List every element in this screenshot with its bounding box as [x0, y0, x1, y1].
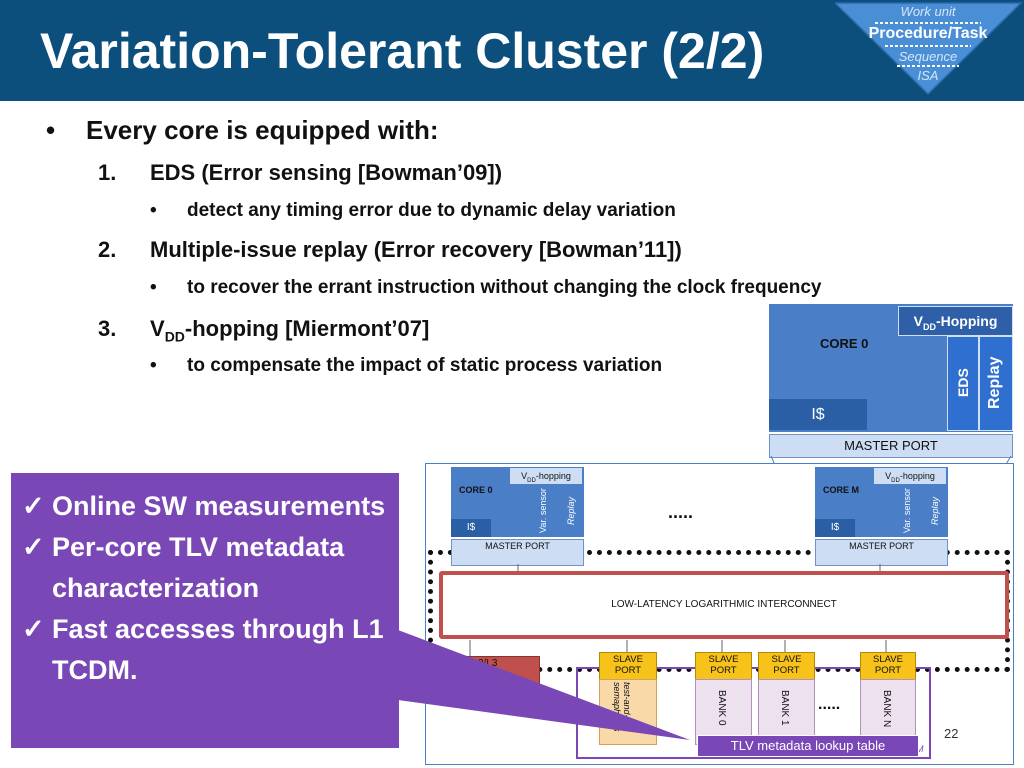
badge-work-unit: Work unit	[900, 4, 956, 19]
tcdm-label: M	[916, 744, 924, 754]
item-2-sub: to recover the errant instruction withou…	[187, 277, 822, 298]
item-1-sub: detect any timing error due to dynamic d…	[187, 200, 676, 221]
core-m-master-port: MASTER PORT	[815, 539, 948, 566]
banks-ellipsis: .....	[818, 696, 841, 713]
item-3-text: VDD-hopping [Miermont’07]	[150, 316, 430, 345]
core-zoom-label: CORE 0	[820, 336, 869, 351]
bank-1	[758, 679, 815, 745]
core-zoom-replay-label: Replay	[986, 356, 1003, 409]
core-m-label: CORE M	[823, 485, 859, 495]
page-number: 22	[944, 726, 959, 741]
core-0-icache: I$	[451, 519, 491, 537]
core-zoom-vdd-hopping: VDD-Hopping	[898, 306, 1013, 336]
core-0-var-sensor: Var. sensor	[538, 488, 548, 534]
bank-n-label: BANK N	[881, 690, 892, 728]
interconnect-label: LOW-LATENCY LOGARITHMIC INTERCONNECT	[611, 599, 837, 610]
callout-item: ✓Fast accesses through L1 TCDM.	[22, 609, 394, 691]
callout-list: ✓Online SW measurements ✓Per-core TLV me…	[22, 486, 394, 691]
core-zoom-eds	[947, 336, 979, 431]
badge-sequence: Sequence	[898, 49, 958, 64]
core-0-vdd-hopping: VDD-hopping	[510, 468, 582, 484]
slave-port-bank-0: SLAVE PORT	[695, 652, 752, 680]
check-icon: ✓	[22, 532, 45, 562]
tlv-lookup-table-label: TLV metadata lookup table	[697, 735, 919, 757]
core-m-vdd-hopping: VDD-hopping	[874, 468, 946, 484]
item-1-number: 1.	[98, 160, 117, 185]
bank-0	[695, 679, 752, 745]
cores-ellipsis: .....	[668, 502, 694, 522]
core-0-master-port: MASTER PORT	[451, 539, 584, 566]
item-3-sub: to compensate the impact of static proce…	[187, 355, 663, 376]
core-m-icache: I$	[815, 519, 855, 537]
core-0-replay: Replay	[566, 497, 576, 526]
core-m-replay: Replay	[930, 497, 940, 526]
core-m-var-sensor: Var. sensor	[902, 488, 912, 534]
check-icon: ✓	[22, 614, 45, 644]
core-0-label: CORE 0	[459, 485, 493, 495]
callout-box	[11, 473, 399, 748]
core-zoom-icache: I$	[769, 399, 867, 430]
slave-port-bank-1: SLAVE PORT	[758, 652, 815, 680]
interconnect-block	[439, 571, 1009, 639]
l2-l3-label: 2/L3	[478, 658, 498, 669]
slave-port-semaphore: SLAVE PORT	[599, 652, 657, 680]
sub-bullet-glyph: •	[150, 200, 157, 221]
bank-0-label: BANK 0	[716, 690, 727, 726]
core-zoom-master-port: MASTER PORT	[769, 434, 1013, 458]
item-2-number: 2.	[98, 237, 117, 262]
bank-1-label: BANK 1	[779, 690, 790, 726]
slide-title: Variation-Tolerant Cluster (2/2)	[40, 23, 765, 79]
sub-bullet-glyph: •	[150, 355, 157, 376]
slave-port-bank-n: SLAVE PORT	[860, 652, 916, 680]
core-zoom-eds-label: EDS	[955, 368, 971, 397]
work-unit-triangle-badge	[835, 2, 1023, 96]
item-2-text: Multiple-issue replay (Error recovery [B…	[150, 237, 682, 262]
badge-isa: ISA	[917, 68, 939, 83]
bullet-main: Every core is equipped with:	[86, 115, 439, 145]
bank-n	[860, 679, 916, 745]
callout-item: ✓Per-core TLV metadata characterization	[22, 527, 394, 609]
item-1-text: EDS (Error sensing [Bowman’09])	[150, 160, 503, 185]
semaphore-bank-label: test-and-set semaphores	[612, 682, 632, 732]
item-3-number: 3.	[98, 316, 117, 341]
badge-procedure-task: Procedure/Task	[868, 25, 988, 42]
check-icon: ✓	[22, 491, 45, 521]
sub-bullet-glyph: •	[150, 277, 157, 298]
core-zoom-replay	[979, 336, 1013, 431]
callout-item: ✓Online SW measurements	[22, 486, 394, 527]
bullet-glyph: •	[46, 115, 56, 145]
